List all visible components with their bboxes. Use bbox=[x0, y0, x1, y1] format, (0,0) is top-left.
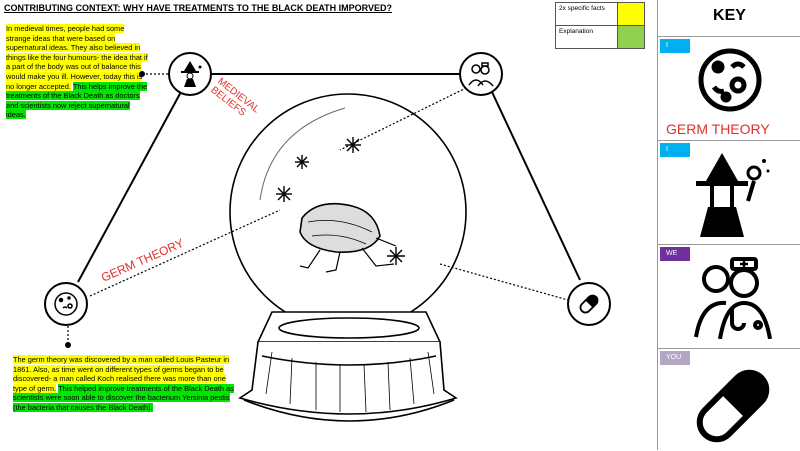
legend-facts-swatch bbox=[617, 2, 645, 26]
key-tag-4: YOU bbox=[660, 351, 690, 365]
frame-lines bbox=[77, 73, 581, 283]
dotted-lines bbox=[67, 73, 569, 343]
node-germ bbox=[44, 282, 88, 326]
pill-icon bbox=[696, 369, 770, 443]
key-panel-germ: I GERM THEORY bbox=[658, 36, 800, 139]
witch-icon bbox=[181, 61, 202, 87]
legend-facts-label: 2x specific facts bbox=[555, 2, 618, 26]
key-tag-2: I bbox=[660, 143, 690, 157]
doctors-icon bbox=[694, 257, 772, 339]
key-panel-pill: YOU bbox=[658, 348, 800, 451]
flea-illustration bbox=[299, 202, 397, 273]
pill-icon bbox=[579, 294, 599, 314]
key-germ-theory-label: GERM THEORY bbox=[666, 121, 770, 137]
key-title: KEY bbox=[713, 7, 746, 24]
node-doctors bbox=[459, 52, 503, 96]
node-pill bbox=[567, 282, 611, 326]
germ-icon bbox=[54, 292, 78, 316]
germ-icon bbox=[698, 48, 762, 112]
medieval-paragraph: In medieval times, people had some stran… bbox=[6, 24, 151, 120]
key-panel: KEY I GERM THEORY I WE YOU bbox=[657, 0, 800, 450]
key-panel-doctors: WE bbox=[658, 244, 800, 347]
snow-globe bbox=[229, 93, 467, 422]
key-tag-1: I bbox=[660, 39, 690, 53]
legend-explanation-label: Explanation bbox=[555, 25, 618, 49]
node-witch bbox=[168, 52, 212, 96]
germ-paragraph: The germ theory was discovered by a man … bbox=[13, 355, 238, 413]
key-panel-witch: I bbox=[658, 140, 800, 243]
witch-icon bbox=[696, 153, 770, 237]
diagram bbox=[65, 71, 581, 422]
legend-explanation-swatch bbox=[617, 25, 645, 49]
dot-medieval bbox=[139, 71, 145, 77]
snowflakes bbox=[276, 137, 405, 265]
dot-germ bbox=[65, 342, 71, 348]
page-title: CONTRIBUTING CONTEXT: WHY HAVE TREATMENT… bbox=[4, 3, 393, 13]
key-tag-3: WE bbox=[660, 247, 690, 261]
doctors-icon bbox=[468, 62, 494, 87]
legend: 2x specific facts Explanation bbox=[555, 2, 645, 49]
